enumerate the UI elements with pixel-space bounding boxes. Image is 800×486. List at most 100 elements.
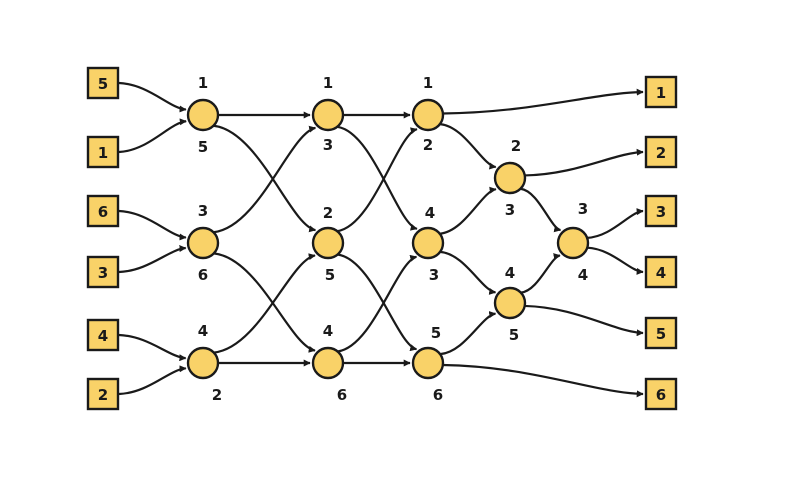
comparator-c5: 25	[311, 204, 345, 284]
output-box-1-rect	[644, 75, 678, 109]
comparator-bottom-label: 5	[198, 138, 208, 156]
output-box-2-label: 2	[656, 144, 666, 162]
output-box-1-label: 1	[656, 84, 666, 102]
input-box-2-rect	[86, 135, 120, 169]
comparator-top-label: 2	[323, 204, 333, 222]
comparator-bottom-label: 3	[505, 201, 515, 219]
comparator-bottom-label: 6	[198, 266, 208, 284]
comparator-top-label: 3	[198, 202, 208, 220]
edge-c7-out0	[442, 88, 644, 115]
comparator-node-c6	[311, 346, 345, 380]
edge-c8-c10	[439, 186, 497, 235]
comparator-c6: 46	[311, 322, 347, 404]
edge-c1-c5	[213, 124, 317, 233]
comparator-node-c12	[556, 226, 590, 260]
edge-c5-c9	[337, 253, 418, 352]
input-box-1-rect	[86, 66, 120, 100]
edge-in4-c3	[118, 333, 187, 362]
edge-in1-c1	[118, 118, 187, 154]
edge-c5-c7	[336, 127, 418, 233]
comparator-node-c9	[411, 346, 445, 380]
edge-c12-out2	[587, 208, 644, 239]
comparator-node-c4	[311, 98, 345, 132]
comparator-top-label: 2	[511, 137, 521, 155]
input-box-1: 5	[86, 66, 120, 100]
comparator-top-label: 4	[323, 322, 333, 340]
edge-c7-c10	[439, 123, 497, 170]
output-box-1: 1	[644, 75, 678, 109]
comparator-top-label: 4	[505, 264, 515, 282]
edge-c9-c11	[439, 311, 497, 356]
input-box-5: 4	[86, 318, 120, 352]
comparator-bottom-label: 4	[578, 266, 588, 284]
comparator-c7: 12	[411, 74, 445, 154]
comparator-top-label: 3	[578, 200, 588, 218]
comparator-node-c3	[186, 346, 220, 380]
edge-in0-c1	[118, 81, 187, 113]
comparator-c3: 42	[186, 322, 222, 404]
output-box-6-label: 6	[656, 386, 666, 404]
comparator-bottom-label: 6	[433, 386, 443, 404]
output-box-6: 6	[644, 377, 678, 411]
comparator-c9: 56	[411, 324, 445, 404]
output-box-5-label: 5	[656, 325, 666, 343]
input-box-2-label: 1	[98, 144, 108, 162]
input-box-4-label: 3	[98, 264, 108, 282]
input-box-5-label: 4	[98, 327, 108, 345]
input-box-5-rect	[86, 318, 120, 352]
comparator-node-c7	[411, 98, 445, 132]
output-box-5: 5	[644, 316, 678, 350]
output-box-3: 3	[644, 194, 678, 228]
edge-c3-c5	[213, 253, 316, 354]
output-box-6-rect	[644, 377, 678, 411]
comparator-top-label: 1	[323, 74, 333, 92]
output-box-4-rect	[644, 255, 678, 289]
comparator-bottom-label: 3	[429, 266, 439, 284]
edge-c8-c11	[439, 250, 497, 295]
comparator-node-c5	[311, 226, 345, 260]
edge-c10-out1	[524, 148, 644, 177]
comparator-c2: 36	[186, 202, 220, 284]
edge-c9-out5	[442, 363, 644, 398]
edge-c2-c6	[213, 252, 316, 353]
input-box-3-label: 6	[98, 203, 108, 221]
input-box-6-rect	[86, 377, 120, 411]
edge-c12-out3	[587, 246, 644, 275]
input-box-6-label: 2	[98, 386, 108, 404]
input-box-1-label: 5	[98, 75, 108, 93]
edges	[118, 81, 644, 398]
comparator-bottom-label: 5	[325, 266, 335, 284]
output-box-2-rect	[644, 135, 678, 169]
edge-c6-c8	[337, 254, 418, 353]
output-box-5-rect	[644, 316, 678, 350]
comparator-node-c2	[186, 226, 220, 260]
edge-c4-c8	[336, 125, 418, 231]
comparator-top-label: 5	[431, 324, 441, 342]
edge-c11-out4	[524, 304, 644, 337]
input-box-3: 6	[86, 194, 120, 228]
edge-in2-c2	[118, 209, 187, 241]
comparator-bottom-label: 3	[323, 136, 333, 154]
comparator-c11: 45	[493, 264, 527, 344]
comparator-c4: 13	[311, 74, 345, 154]
edge-c2-c4	[213, 125, 317, 234]
comparator-bottom-label: 2	[212, 386, 222, 404]
comparator-c10: 23	[493, 137, 527, 219]
input-box-4: 3	[86, 255, 120, 289]
input-box-4-rect	[86, 255, 120, 289]
output-box-4: 4	[644, 255, 678, 289]
output-box-2: 2	[644, 135, 678, 169]
comparator-node-c11	[493, 286, 527, 320]
comparator-c8: 43	[411, 204, 445, 284]
output-box-3-label: 3	[656, 203, 666, 221]
comparator-top-label: 4	[425, 204, 435, 222]
comparator-node-c10	[493, 161, 527, 195]
comparator-node-c8	[411, 226, 445, 260]
comparator-top-label: 4	[198, 322, 208, 340]
comparator-c1: 15	[186, 74, 220, 156]
comparator-node-c1	[186, 98, 220, 132]
edge-in5-c3	[118, 365, 187, 396]
